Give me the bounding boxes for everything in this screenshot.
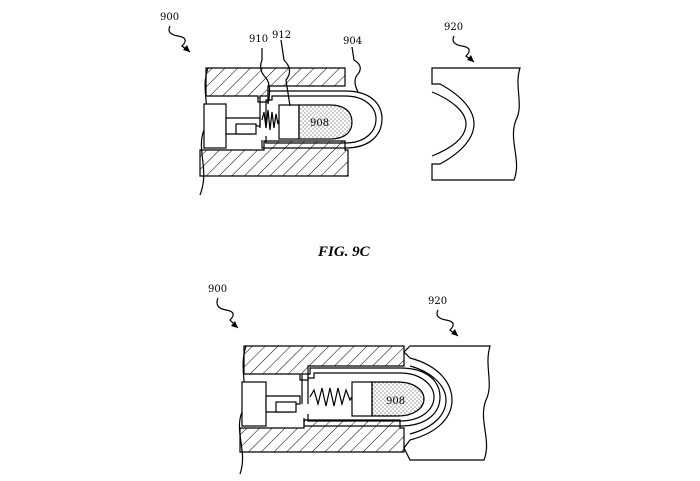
top-label-904: 904 (343, 36, 362, 47)
top-leader-912 (280, 39, 291, 107)
bottom-label-900: 900 (208, 284, 227, 295)
top-sheath-904 (259, 90, 383, 149)
bottom-stem-tab (275, 401, 297, 413)
top-base-block (203, 103, 227, 149)
top-stem-tab (235, 123, 257, 135)
bottom-sheath (301, 367, 441, 427)
bottom-upper-wall (243, 345, 405, 381)
top-arrowhead-900 (183, 45, 190, 52)
bottom-base-block (241, 381, 267, 427)
top-label-900: 900 (160, 12, 179, 23)
bottom-arrowhead-900 (231, 321, 238, 328)
top-leader-910 (260, 48, 271, 105)
top-arrow-920 (452, 35, 475, 63)
top-lower-wall (199, 140, 349, 177)
top-plunger-912 (278, 104, 300, 140)
bottom-arrowhead-920 (451, 329, 458, 336)
top-label-908: 908 (310, 118, 329, 129)
bottom-arrow-900 (216, 297, 239, 329)
figure-caption: FIG. 9C (317, 244, 371, 260)
bottom-receptacle-inner (409, 365, 447, 435)
top-sheath-inner (265, 95, 377, 144)
top-tip-908 (298, 104, 353, 140)
bottom-label-908: 908 (386, 396, 405, 407)
top-arrow-900 (168, 25, 191, 53)
top-arrowhead-920 (467, 55, 474, 62)
top-leader-904 (351, 46, 361, 93)
bottom-arrow-920 (436, 309, 459, 337)
top-label-912: 912 (272, 30, 291, 41)
top-figure: 908 910 912 904 900 920 (160, 12, 521, 196)
bottom-figure: 908 900 920 (208, 284, 491, 475)
top-receptacle-inner (431, 91, 467, 157)
bottom-plunger (351, 381, 373, 417)
bottom-spring (309, 387, 353, 407)
bottom-receptacle-920 (403, 345, 491, 461)
bottom-sheath-inner (307, 372, 435, 422)
bottom-tip-908 (371, 381, 425, 417)
top-receptacle-920 (431, 67, 521, 181)
top-upper-wall (205, 67, 346, 103)
top-label-910: 910 (249, 34, 268, 45)
bottom-label-920: 920 (428, 296, 447, 307)
top-spring-910 (261, 109, 280, 131)
top-label-920: 920 (444, 22, 463, 33)
